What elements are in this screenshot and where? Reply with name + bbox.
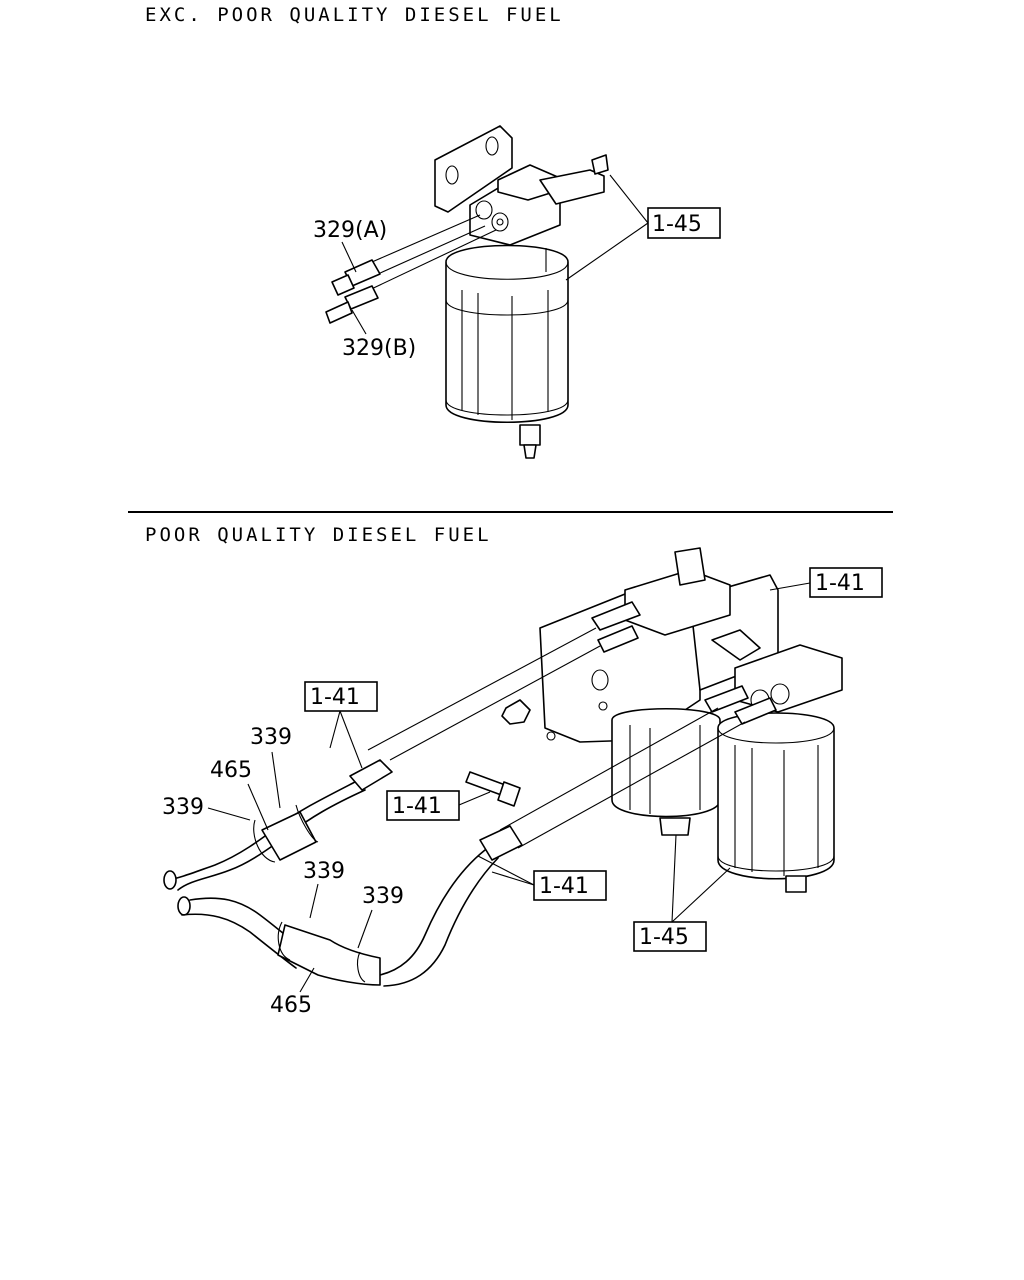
callout-box-1-41-lower-hose [533,870,607,901]
callout-1-41-bolt: 1-41 [392,794,442,819]
callout-1-41-bracket: 1-41 [815,571,865,596]
callouts-top: 1-45 329(A) 329(B) [313,174,721,361]
callout-465-a: 465 [210,758,252,783]
callout-329b: 329(B) [342,336,416,361]
section-title-poor-quality: POOR QUALITY DIESEL FUEL [145,524,492,546]
callout-339-a: 339 [250,725,292,750]
callout-1-45-top: 1-45 [652,212,702,237]
callout-box-1-45-top [647,207,721,239]
callout-1-41-lower-hose: 1-41 [539,874,589,899]
callout-339-c: 339 [303,859,345,884]
section-title-standard: EXC. POOR QUALITY DIESEL FUEL [145,4,564,26]
callout-329a: 329(A) [313,218,387,243]
callout-box-1-41-bolt [386,790,460,821]
callouts-bottom: 1-41 1-41 1-41 1-41 1-45 339 465 339 339… [162,567,883,1018]
fuel-filter-single [325,125,609,459]
callout-465-b: 465 [270,993,312,1018]
callout-1-41-upper-hose: 1-41 [310,685,360,710]
callout-339-d: 339 [362,884,404,909]
fuel-filter-dual [163,547,843,987]
callout-box-1-41-upper-hose [304,681,378,712]
callout-339-b: 339 [162,795,204,820]
callout-box-1-41-bracket [809,567,883,598]
callout-box-1-45-bottom [633,921,707,952]
callout-1-45-bottom: 1-45 [639,925,689,950]
